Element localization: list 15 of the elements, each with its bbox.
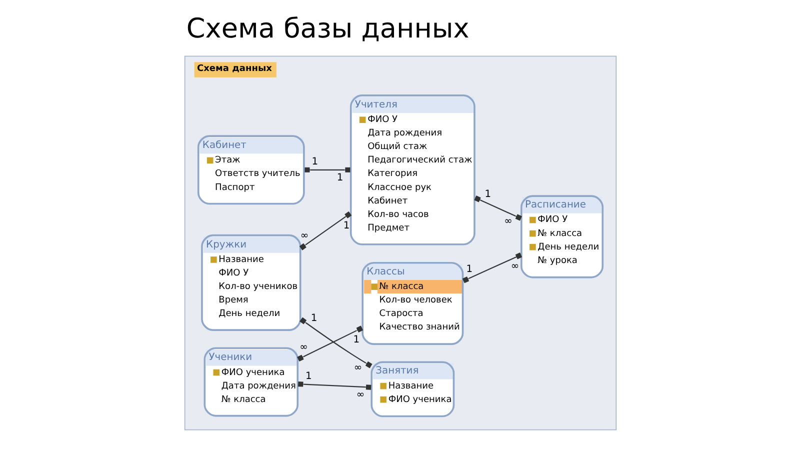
label: ∞ [504, 216, 512, 228]
label: ∞ [356, 390, 364, 401]
label: 1 [466, 264, 472, 275]
label: ∞ [299, 342, 308, 354]
label: 1 [342, 220, 350, 232]
label: ∞ [510, 260, 519, 272]
label: 1 [484, 189, 491, 200]
label: 1 [310, 313, 317, 324]
diagram-title: Схема базы данных [186, 13, 469, 44]
label: ∞ [300, 230, 308, 242]
label: 1 [352, 334, 360, 346]
label: 1 [311, 156, 318, 168]
label: 1 [305, 370, 312, 382]
label: 1 [336, 172, 343, 184]
label: ∞ [353, 362, 362, 374]
